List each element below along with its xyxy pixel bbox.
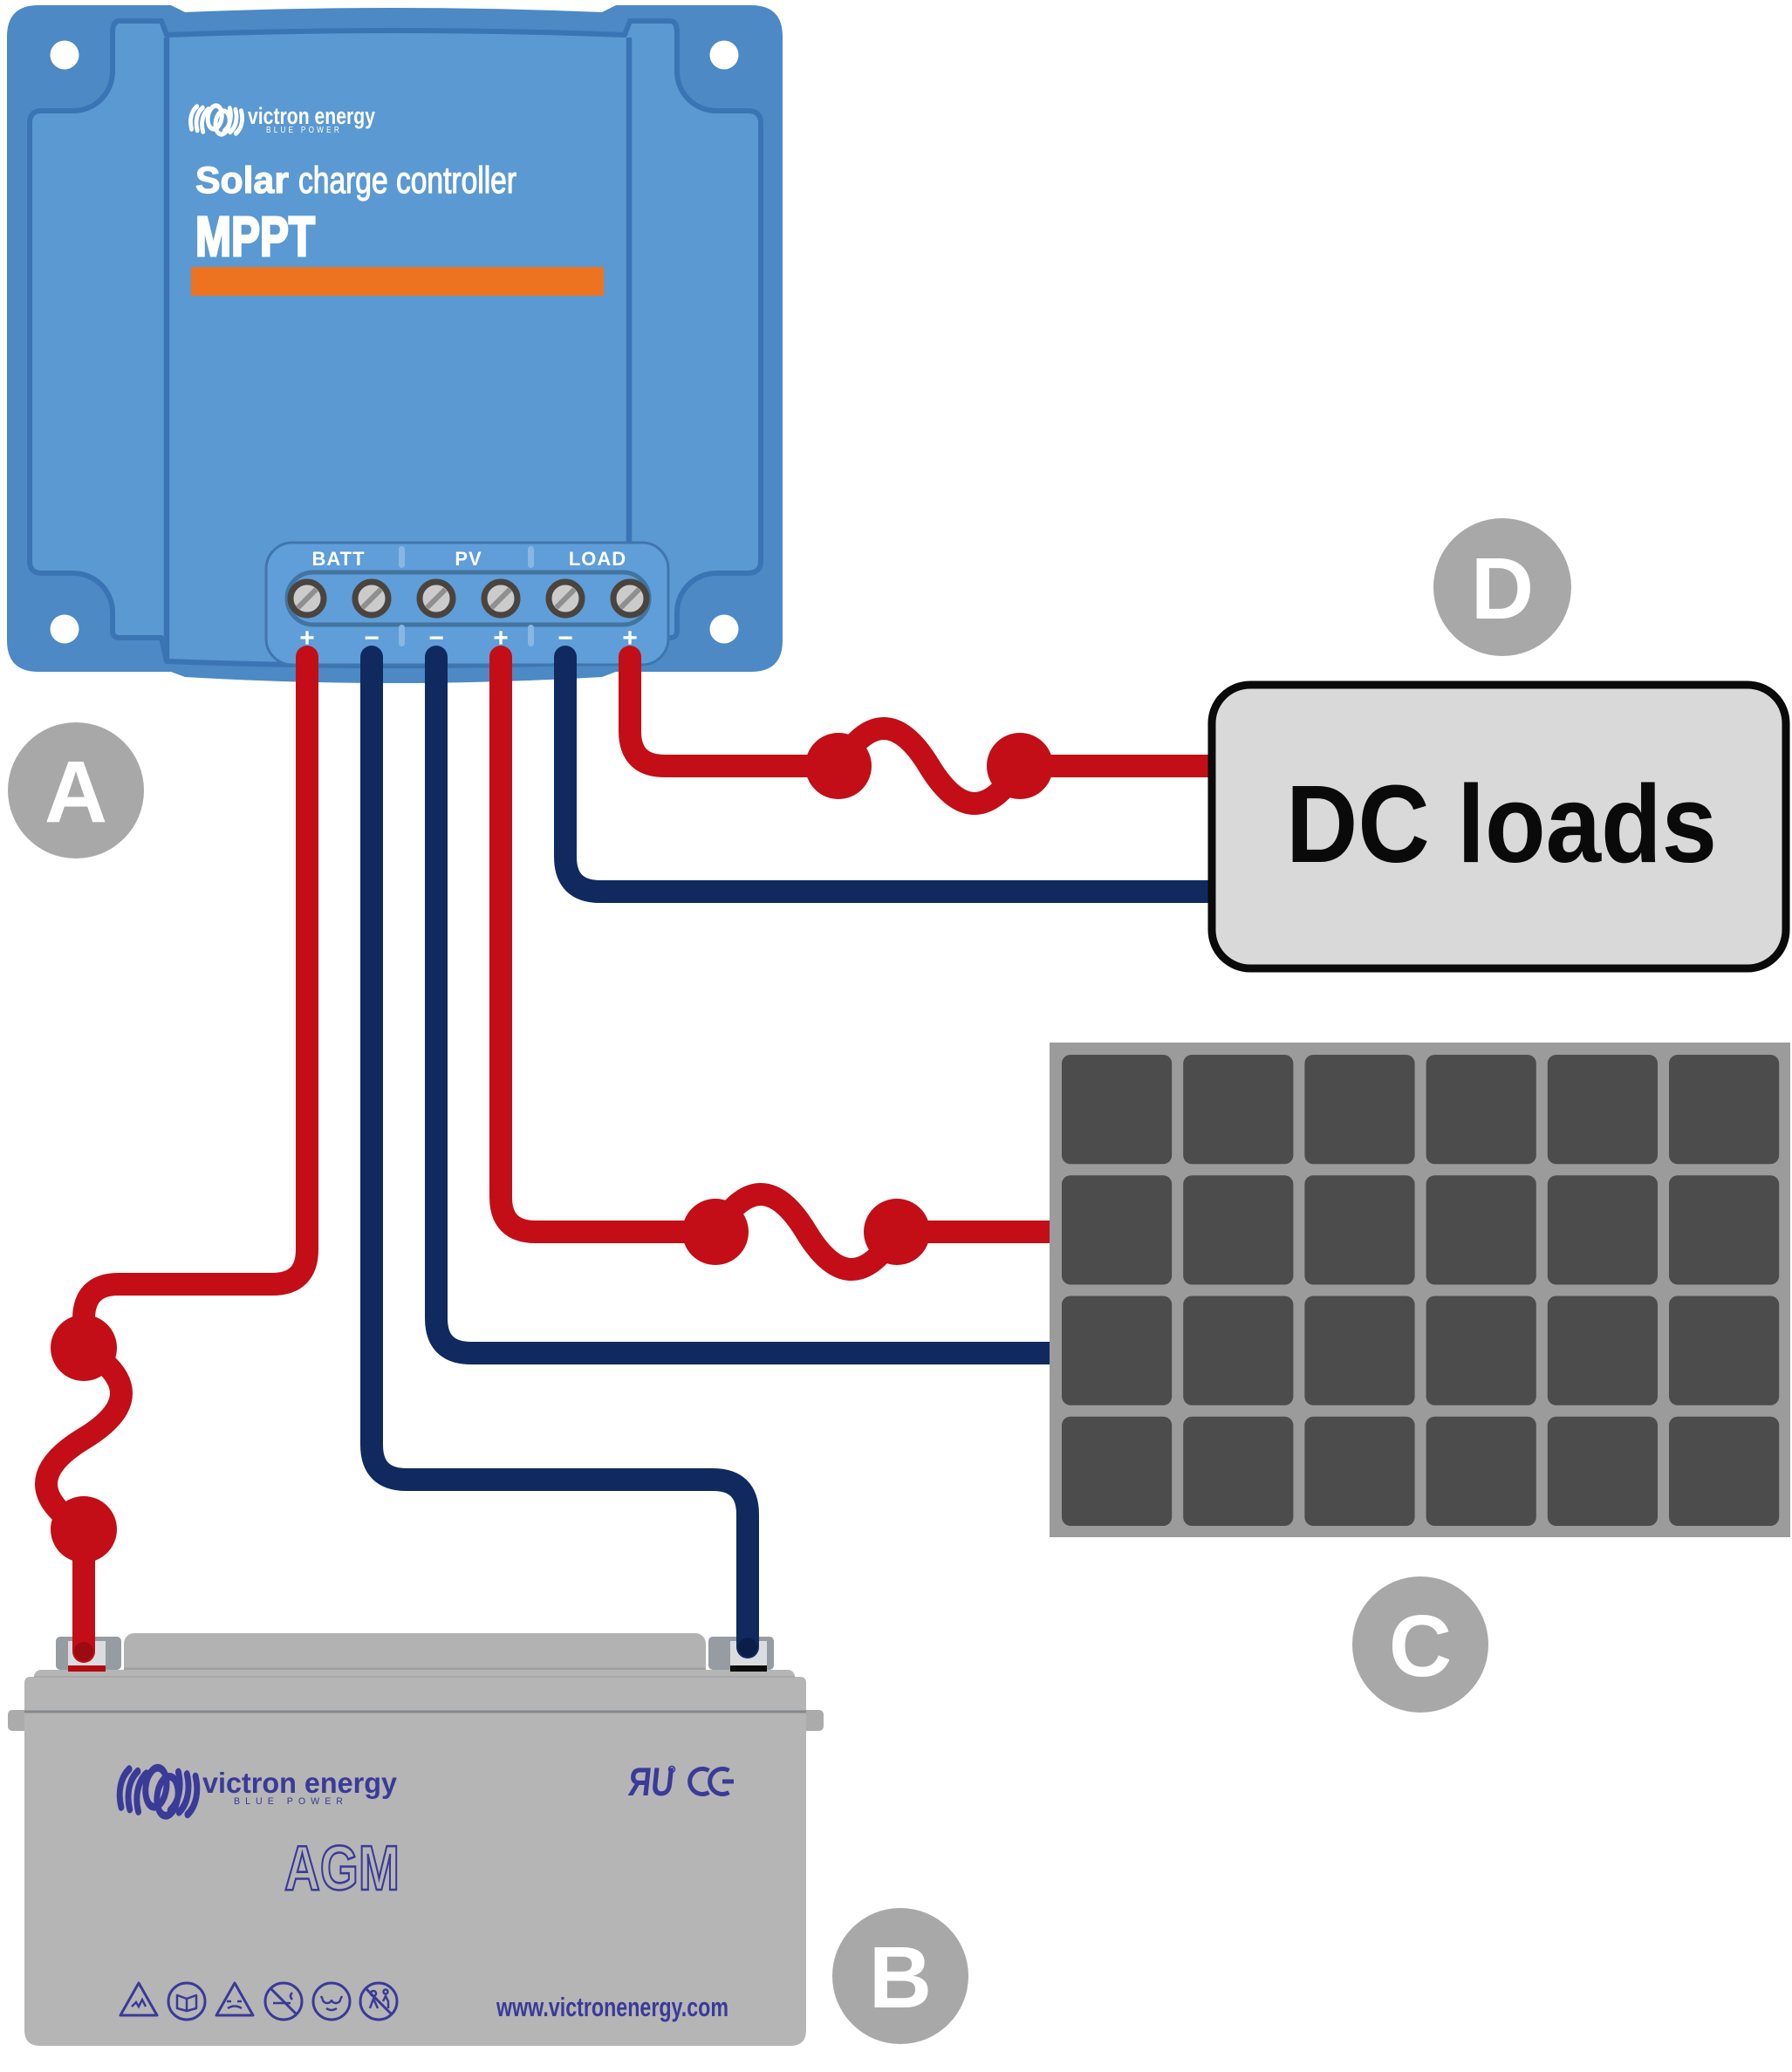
svg-text:MPPT: MPPT xyxy=(195,205,315,268)
svg-text:LOAD: LOAD xyxy=(569,548,626,570)
svg-text:−: − xyxy=(364,624,380,653)
svg-text:A: A xyxy=(44,743,107,841)
svg-text:BLUE POWER: BLUE POWER xyxy=(234,1796,348,1807)
svg-text:DC loads: DC loads xyxy=(1286,762,1717,886)
svg-text:B: B xyxy=(869,1929,932,2027)
svg-text:+: + xyxy=(299,624,315,653)
svg-text:−: − xyxy=(428,624,444,653)
svg-text:victron energy: victron energy xyxy=(248,103,375,129)
svg-text:PV: PV xyxy=(455,548,482,570)
svg-text:ЯU: ЯU xyxy=(626,1759,676,1804)
svg-text:charge controller: charge controller xyxy=(298,160,516,202)
svg-text:BATT: BATT xyxy=(311,548,365,570)
svg-text:+: + xyxy=(493,624,509,653)
svg-text:victron energy: victron energy xyxy=(202,1767,398,1799)
svg-text:Solar: Solar xyxy=(195,160,289,202)
svg-text:C: C xyxy=(1389,1597,1452,1695)
svg-text:D: D xyxy=(1471,540,1534,638)
svg-text:BLUE POWER: BLUE POWER xyxy=(266,125,342,135)
svg-text:www.victronenergy.com: www.victronenergy.com xyxy=(496,1992,728,2022)
svg-text:+: + xyxy=(622,624,638,653)
svg-text:−: − xyxy=(557,624,573,653)
svg-text:AGM: AGM xyxy=(284,1834,400,1904)
